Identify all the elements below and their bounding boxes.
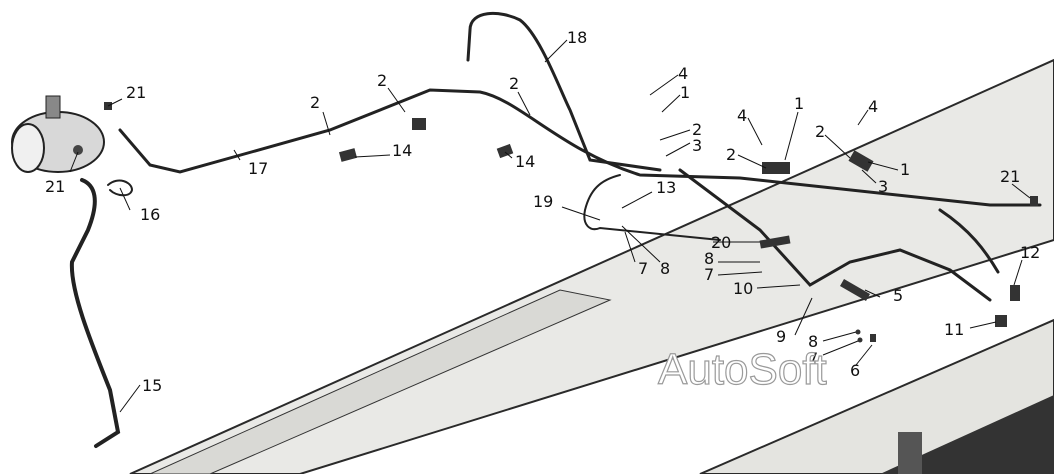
callout-13: 13 — [656, 178, 676, 197]
valve-block-1 — [762, 162, 790, 174]
callout-2-d: 2 — [692, 120, 702, 139]
pipe-main-lower — [678, 168, 992, 302]
bracket-bottom — [898, 432, 922, 474]
bracket-20 — [759, 235, 791, 249]
callout-12: 12 — [1020, 243, 1040, 262]
callout-18: 18 — [567, 28, 587, 47]
connector-11 — [995, 315, 1007, 327]
nut-6 — [870, 334, 876, 342]
pipe-18 — [466, 11, 662, 172]
left-frame-rail — [129, 58, 1054, 474]
callout-2-e: 2 — [726, 145, 736, 164]
clamp-16 — [107, 179, 134, 197]
air-receiver — [11, 95, 105, 173]
callout-17: 17 — [248, 159, 268, 178]
washer-8 — [855, 329, 861, 335]
fittings — [104, 102, 1038, 343]
callout-2-c: 2 — [509, 74, 519, 93]
callout-7-a: 7 — [638, 259, 648, 278]
bracket-center — [412, 118, 426, 130]
washer-7 — [857, 337, 863, 343]
valve-block-2 — [848, 150, 874, 172]
pipe-17 — [118, 88, 1042, 207]
bracket-5 — [840, 279, 870, 301]
callout-4-c: 4 — [868, 97, 878, 116]
callout-6: 6 — [850, 361, 860, 380]
fitting-21-right — [1030, 196, 1038, 206]
callout-10: 10 — [733, 279, 753, 298]
pipelines — [69, 11, 1042, 448]
callout-1-b: 1 — [794, 94, 804, 113]
pipe-15 — [69, 178, 121, 448]
callout-9: 9 — [776, 327, 786, 346]
callout-4-a: 4 — [678, 64, 688, 83]
callout-14-b: 14 — [515, 152, 535, 171]
callout-7-b: 7 — [704, 265, 714, 284]
callout-2-a: 2 — [310, 93, 320, 112]
callout-7-c: 7 — [808, 349, 818, 368]
clip-14-left — [338, 148, 358, 162]
callout-21-top: 21 — [126, 83, 146, 102]
callout-16: 16 — [140, 205, 160, 224]
callout-4-b: 4 — [737, 106, 747, 125]
pipe-19 — [583, 174, 721, 241]
callout-2-b: 2 — [377, 71, 387, 90]
callout-14-a: 14 — [392, 141, 412, 160]
connector-12 — [1010, 285, 1020, 301]
callout-20: 20 — [711, 233, 731, 252]
callout-11: 11 — [944, 320, 964, 339]
callout-21-right: 21 — [1000, 167, 1020, 186]
callout-8-b: 8 — [704, 249, 714, 268]
callout-5: 5 — [893, 286, 903, 305]
callout-8-a: 8 — [660, 259, 670, 278]
callout-19: 19 — [533, 192, 553, 211]
callout-3-b: 3 — [878, 177, 888, 196]
callout-labels: 21 21 16 17 2 2 2 14 14 18 4 1 2 3 4 1 2… — [45, 28, 1040, 395]
callout-15: 15 — [142, 376, 162, 395]
callout-1-c: 1 — [900, 160, 910, 179]
callout-2-f: 2 — [815, 122, 825, 141]
left-rail-top-flange — [149, 289, 612, 474]
callout-1-a: 1 — [680, 83, 690, 102]
frame-rails — [129, 58, 1054, 474]
watermark: AutoSoft — [658, 345, 827, 394]
callout-21-receiver: 21 — [45, 177, 65, 196]
pipe-right-descending — [938, 208, 1000, 274]
callout-8-c: 8 — [808, 332, 818, 351]
frame-shadow — [880, 395, 1054, 474]
leader-lines — [69, 39, 1031, 413]
clip-14-right — [496, 143, 514, 159]
callout-3-a: 3 — [692, 136, 702, 155]
